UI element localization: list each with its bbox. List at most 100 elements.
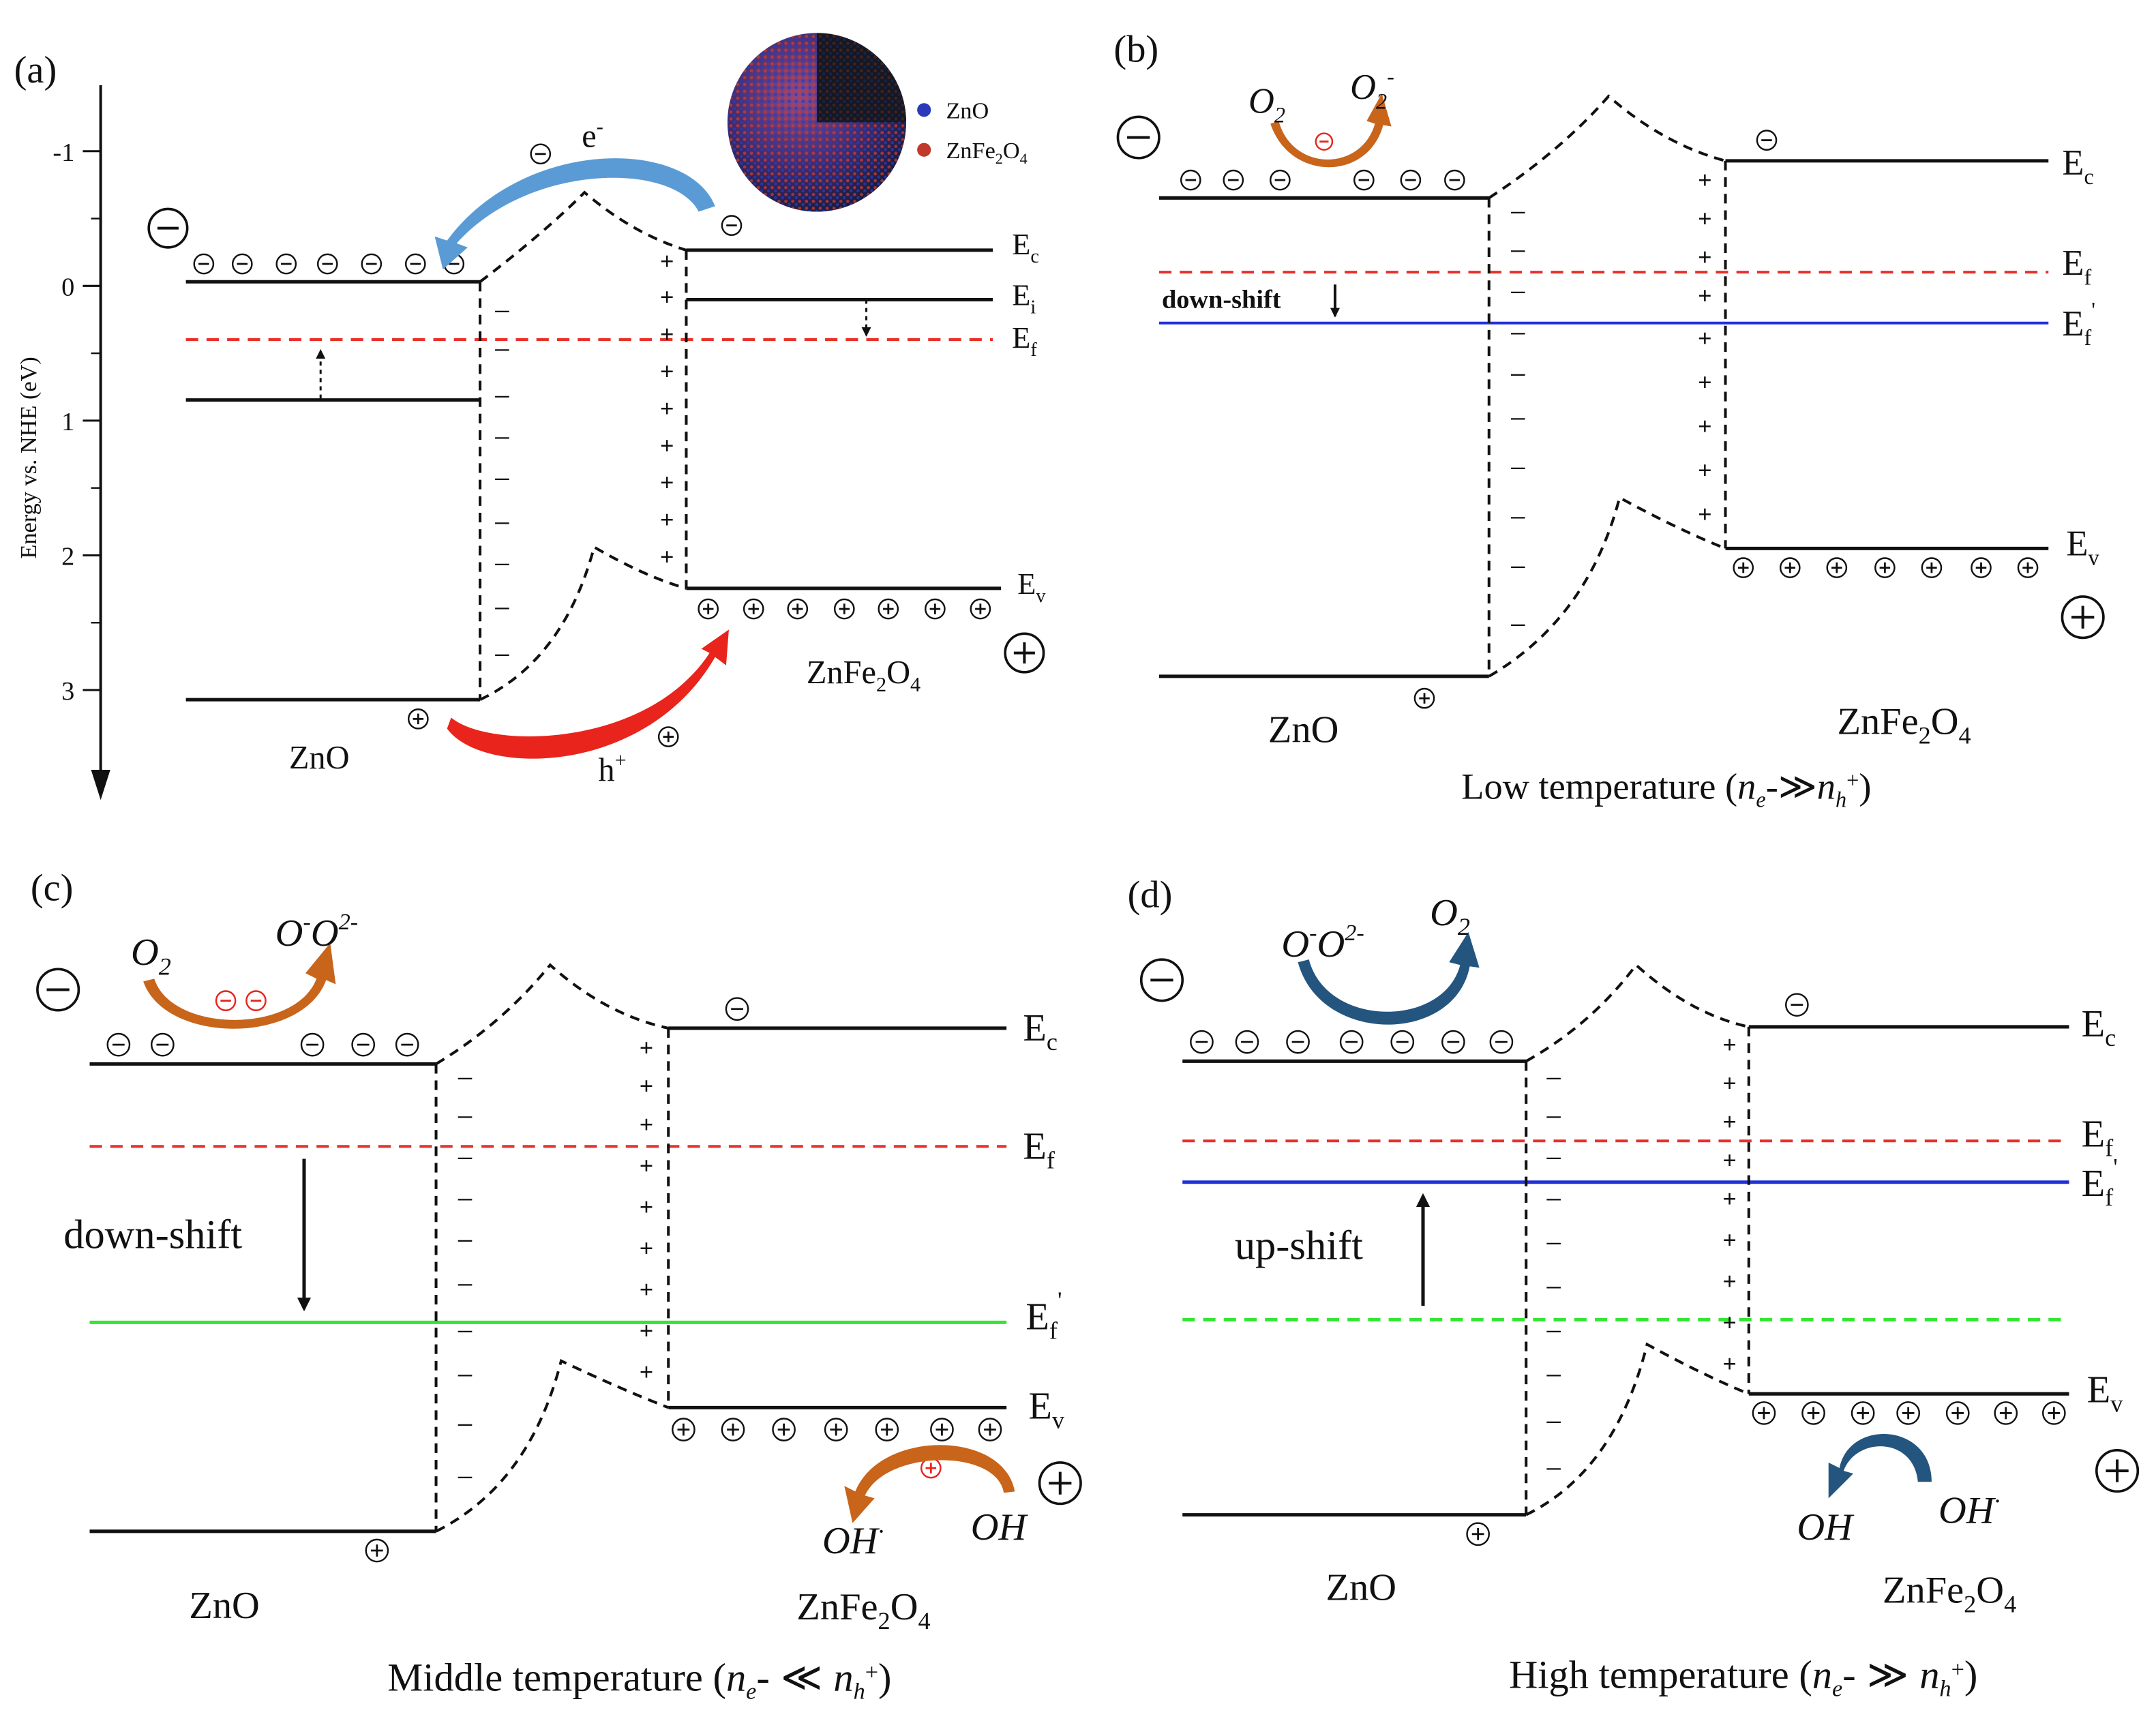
svg-text:−: − <box>1510 608 1527 642</box>
svg-text:−: − <box>456 1315 473 1349</box>
svg-text:−: − <box>456 1408 473 1442</box>
panel-a-label: (a) <box>14 49 57 91</box>
svg-text:−: − <box>494 506 511 540</box>
valence-band-bending <box>1488 495 1726 678</box>
svg-text:+: + <box>640 1111 654 1138</box>
temperature-caption: Middle temperature (ne-≪nh+) <box>387 1656 891 1705</box>
hole-icon <box>743 598 764 620</box>
hole-icon <box>878 598 899 620</box>
electron-icon <box>1116 115 1161 160</box>
tick-label: -1 <box>53 138 74 167</box>
hole-icon <box>1752 1401 1776 1425</box>
positive-electrode-icon <box>1004 632 1045 674</box>
oxygen-adsorption-arrow <box>1270 93 1392 168</box>
o2-label: O2 <box>1430 892 1470 940</box>
svg-text:−: − <box>1510 196 1527 230</box>
svg-text:−: − <box>456 1460 473 1494</box>
svg-text:−: − <box>1510 234 1527 268</box>
ef-prime-label: Ef' <box>2062 298 2095 350</box>
electron-icon <box>215 990 237 1011</box>
svg-text:−: − <box>494 591 511 625</box>
electron-icon <box>147 207 189 249</box>
hole-icon <box>1874 557 1896 578</box>
electron-icon <box>725 997 749 1021</box>
svg-text:+: + <box>1722 1308 1737 1336</box>
hole-single <box>1413 687 1435 709</box>
hole-row <box>672 1418 1002 1441</box>
electron-icon <box>351 1032 376 1057</box>
hole-icon <box>698 598 719 620</box>
positive-electrode-icon <box>2095 1449 2140 1493</box>
zno-label: ZnO <box>1268 709 1338 751</box>
hole-row <box>1752 1401 2066 1425</box>
svg-text:−: − <box>1545 1358 1562 1392</box>
electron-icon <box>1444 169 1465 191</box>
electron-icon <box>1190 1030 1214 1054</box>
svg-text:+: + <box>640 1235 654 1262</box>
electron-icon <box>1785 993 1809 1017</box>
hydroxyl-radical-label: OH· <box>1938 1488 2001 1532</box>
svg-text:−: − <box>494 548 511 582</box>
svg-text:−: − <box>1545 1405 1562 1439</box>
hole-icon <box>365 1538 389 1563</box>
hole-icon <box>1038 1461 1082 1506</box>
conduction-band-bending <box>1525 963 1750 1063</box>
ei-label: Ei <box>1012 278 1036 318</box>
ef-prime-label: Ef' <box>1025 1287 1062 1344</box>
ec-label: Ec <box>1023 1007 1058 1056</box>
hole-icon <box>1466 1522 1490 1546</box>
svg-text:−: − <box>1510 275 1527 310</box>
panel-d-label: (d) <box>1128 874 1173 916</box>
svg-text:−: − <box>1545 1452 1562 1486</box>
ef-label: Ef <box>1012 320 1037 361</box>
svg-text:+: + <box>660 506 674 533</box>
hole-icon <box>978 1418 1002 1441</box>
electron-row <box>1190 1030 1514 1054</box>
hole-icon <box>721 1418 745 1441</box>
electron-icon <box>275 253 297 275</box>
electron-icon <box>231 253 253 275</box>
svg-text:+: + <box>1698 166 1712 194</box>
svg-text:−: − <box>1545 1270 1562 1304</box>
core-shell-nanosphere-image <box>727 33 907 212</box>
electron-icon <box>1489 1030 1514 1054</box>
hydroxyl-reaction-arrow <box>844 1445 1015 1523</box>
svg-text:−: − <box>456 1182 473 1216</box>
electron-single <box>530 143 552 165</box>
legend-dot-zno <box>917 103 931 117</box>
svg-text:+: + <box>1722 1070 1737 1097</box>
hole-icon <box>1733 557 1754 578</box>
svg-text:+: + <box>1722 1147 1737 1174</box>
panel-b-label: (b) <box>1113 29 1158 71</box>
svg-text:+: + <box>640 1276 654 1303</box>
hole-icon <box>930 1418 954 1441</box>
hole-label: h+ <box>598 749 626 788</box>
electron-icon <box>36 968 80 1012</box>
electron-icon <box>1270 169 1291 191</box>
adsorbed-electron-icon <box>215 990 237 1011</box>
y-axis-label: Energy vs. NHE (eV) <box>16 357 42 558</box>
hole-icon <box>1004 632 1045 674</box>
electron-single <box>1785 993 1809 1017</box>
electron-row <box>193 253 465 275</box>
positive-electrode-icon <box>2061 595 2105 640</box>
svg-text:+: + <box>640 1073 654 1100</box>
hole-icon <box>1851 1401 1875 1425</box>
svg-text:+: + <box>1722 1185 1737 1212</box>
hydroxyl-label: OH <box>1797 1506 1855 1548</box>
hole-icon <box>970 598 991 620</box>
svg-text:−: − <box>494 638 511 672</box>
svg-text:−: − <box>494 295 511 329</box>
electron-icon <box>530 143 552 165</box>
hole-single <box>408 708 429 730</box>
conduction-band-bending <box>435 963 669 1066</box>
svg-text:+: + <box>640 1193 654 1221</box>
svg-text:−: − <box>1510 316 1527 350</box>
hydroxyl-label: OH <box>971 1506 1029 1548</box>
hole-icon <box>925 598 946 620</box>
hole-icon <box>2042 1401 2066 1425</box>
shift-label: down-shift <box>1162 286 1281 314</box>
svg-text:−: − <box>1510 550 1527 584</box>
tick-label: 1 <box>61 408 74 436</box>
svg-text:+: + <box>640 1152 654 1180</box>
